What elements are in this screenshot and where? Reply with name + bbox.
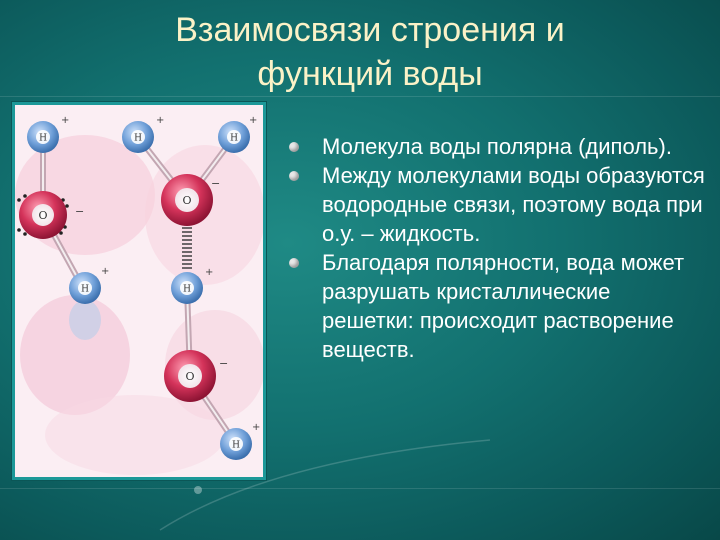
svg-text:+: + bbox=[61, 115, 69, 126]
svg-text:H: H bbox=[39, 134, 47, 144]
hydrogen-atom: H + bbox=[220, 422, 260, 460]
bullet-text: Благодаря полярности, вода может разруша… bbox=[322, 250, 685, 362]
lone-pair-dots bbox=[17, 194, 69, 236]
oxygen-atom: O − bbox=[19, 191, 84, 239]
bullet-dot-icon bbox=[289, 142, 299, 152]
hydrogen-bond bbox=[182, 227, 192, 269]
svg-text:−: − bbox=[211, 177, 220, 190]
decor-curve bbox=[159, 439, 491, 531]
bullet-dot-icon bbox=[289, 171, 299, 181]
title-line: Взаимосвязи строения и bbox=[175, 11, 565, 49]
bullet-text: Между молекулами воды образуются водород… bbox=[322, 163, 705, 246]
oxygen-atom: O − bbox=[164, 350, 228, 402]
hydrogen-atom: H + bbox=[171, 267, 213, 304]
svg-text:+: + bbox=[249, 115, 257, 126]
svg-text:O: O bbox=[185, 370, 194, 383]
decor-line bbox=[0, 96, 720, 97]
svg-text:H: H bbox=[230, 134, 238, 144]
svg-text:H: H bbox=[81, 285, 89, 295]
svg-text:O: O bbox=[38, 209, 47, 222]
svg-text:−: − bbox=[219, 357, 228, 370]
hydrogen-atom: H + bbox=[27, 115, 69, 153]
svg-text:+: + bbox=[156, 115, 164, 126]
svg-text:O: O bbox=[182, 194, 191, 207]
svg-text:+: + bbox=[252, 422, 260, 433]
svg-text:+: + bbox=[205, 267, 213, 278]
hydrogen-atom: H + bbox=[122, 115, 164, 153]
bullet-item: Благодаря полярности, вода может разруша… bbox=[278, 248, 708, 364]
bullet-item: Молекула воды полярна (диполь). bbox=[278, 132, 708, 161]
svg-text:H: H bbox=[134, 134, 142, 144]
hydrogen-atom: H + bbox=[69, 266, 109, 304]
svg-text:+: + bbox=[101, 266, 109, 277]
bullet-list: Молекула воды полярна (диполь). Между мо… bbox=[278, 132, 708, 364]
water-molecules-diagram: O − O − O − H + bbox=[12, 102, 266, 480]
decor-line bbox=[0, 488, 720, 489]
oxygen-atom: O − bbox=[161, 174, 220, 226]
bullet-item: Между молекулами воды образуются водород… bbox=[278, 161, 708, 248]
svg-text:−: − bbox=[75, 205, 84, 218]
title-line: функций воды bbox=[257, 55, 483, 93]
bullet-text: Молекула воды полярна (диполь). bbox=[322, 134, 672, 159]
hydrogen-atom: H + bbox=[218, 115, 257, 153]
svg-text:H: H bbox=[232, 441, 240, 451]
svg-text:H: H bbox=[183, 285, 191, 295]
slide-title: Взаимосвязи строения и функций воды bbox=[90, 8, 650, 96]
diagram-svg: O − O − O − H + bbox=[15, 105, 263, 477]
bullet-dot-icon bbox=[289, 258, 299, 268]
